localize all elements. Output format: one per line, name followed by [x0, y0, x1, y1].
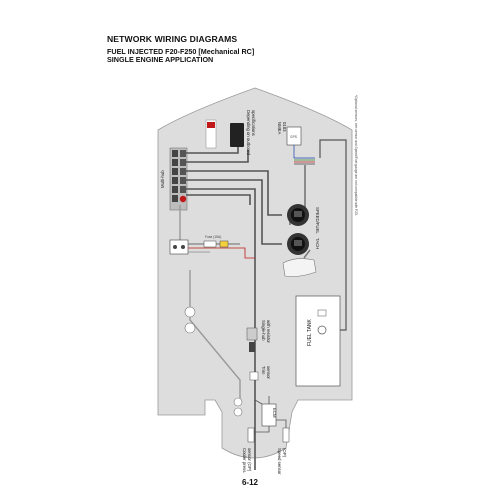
diagram-subtitle-1: FUEL INJECTED F20-F250 [Mechanical RC] — [107, 46, 255, 56]
speed-fuel-gauge[interactable] — [287, 204, 309, 226]
ecm-label: ECM — [272, 408, 277, 418]
speed-sensor — [282, 427, 290, 443]
multi-hub — [169, 147, 188, 211]
battery-switch — [169, 239, 189, 255]
depending-label: Depending on outboard — [246, 110, 251, 156]
cooler-press-sensor — [247, 427, 255, 443]
diagram-header: NETWORK WIRING DIAGRAMS FUEL INJECTED F2… — [107, 35, 254, 63]
sensor-label: sensor — [266, 366, 271, 379]
svg-text:GPS: GPS — [290, 135, 298, 139]
diagram-title: NETWORK WIRING DIAGRAMS — [107, 34, 238, 44]
nmea-0183-box: GPS — [286, 126, 302, 146]
fuse — [203, 240, 229, 248]
trim-sensor — [249, 371, 259, 381]
terminator-cap — [179, 195, 187, 203]
speed-sensor-label-1: Speed sensor — [277, 448, 282, 475]
with-resistor-label: with resistor — [266, 320, 271, 343]
fuse-label: Fuse (15A) — [205, 235, 221, 239]
speed-sensor-label-2: (OP) — [282, 448, 287, 458]
single-hub-label: Single-hub — [261, 320, 266, 341]
bottom-connectors — [233, 397, 243, 417]
speed-fuel-label: SPEED/FUEL — [315, 207, 320, 234]
cooler-label-2: sensor (OP) — [247, 448, 252, 472]
nmea-number-label: 0183 — [282, 122, 287, 132]
left-connectors — [184, 306, 196, 334]
multi-hub-label: Multi-hub — [160, 170, 165, 188]
fuel-tank — [295, 295, 341, 387]
single-hub — [246, 327, 258, 352]
nmea-label: NMEA — [277, 122, 282, 135]
specification-label: specifications — [251, 110, 256, 136]
tach-gauge[interactable] — [287, 233, 309, 255]
page-number: 6-12 — [241, 478, 258, 487]
remote-control — [282, 249, 317, 277]
yamaha-interface — [205, 119, 244, 149]
side-note: *Optional sensors, trim sensor and Speed… — [354, 95, 358, 216]
diagram-subtitle-2: SINGLE ENGINE APPLICATION — [107, 54, 214, 64]
tach-label: TACH — [315, 238, 320, 249]
trim-label: Trim — [261, 366, 266, 375]
fuel-tank-label: FUEL TANK — [307, 318, 313, 346]
cooler-label-1: Cooler press. — [242, 448, 247, 474]
